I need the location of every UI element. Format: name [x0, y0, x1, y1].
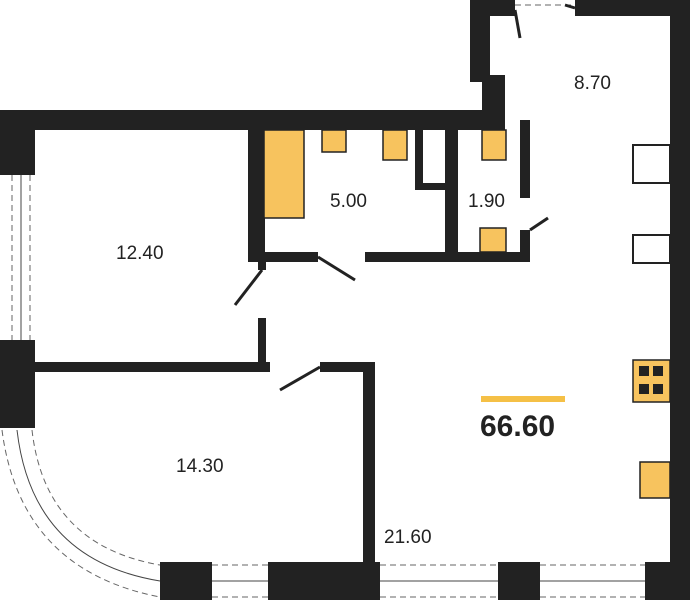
sink-icon-2	[479, 227, 507, 253]
toilet-icon-2	[481, 129, 507, 161]
room-area-label: 1.90	[468, 191, 505, 212]
doors	[233, 3, 576, 392]
room-area-label: 12.40	[116, 243, 164, 264]
bathtub-icon	[263, 129, 305, 219]
stove-burners	[639, 366, 663, 394]
total-area: 66.60	[480, 410, 556, 443]
total-area-accent	[481, 396, 565, 402]
room-area-label: 5.00	[330, 191, 367, 212]
room-area-label: 14.30	[176, 456, 224, 477]
toilet-icon	[382, 129, 408, 161]
fixtures	[263, 129, 671, 499]
room-area-label: 8.70	[574, 73, 611, 94]
kitchen-sink-icon	[639, 461, 671, 499]
room-area-label: 21.60	[384, 527, 432, 548]
stove-icon	[632, 359, 671, 403]
sink-icon	[321, 129, 347, 153]
wardrobe	[632, 144, 671, 264]
windows	[1, 4, 645, 598]
window-panes	[16, 175, 645, 582]
